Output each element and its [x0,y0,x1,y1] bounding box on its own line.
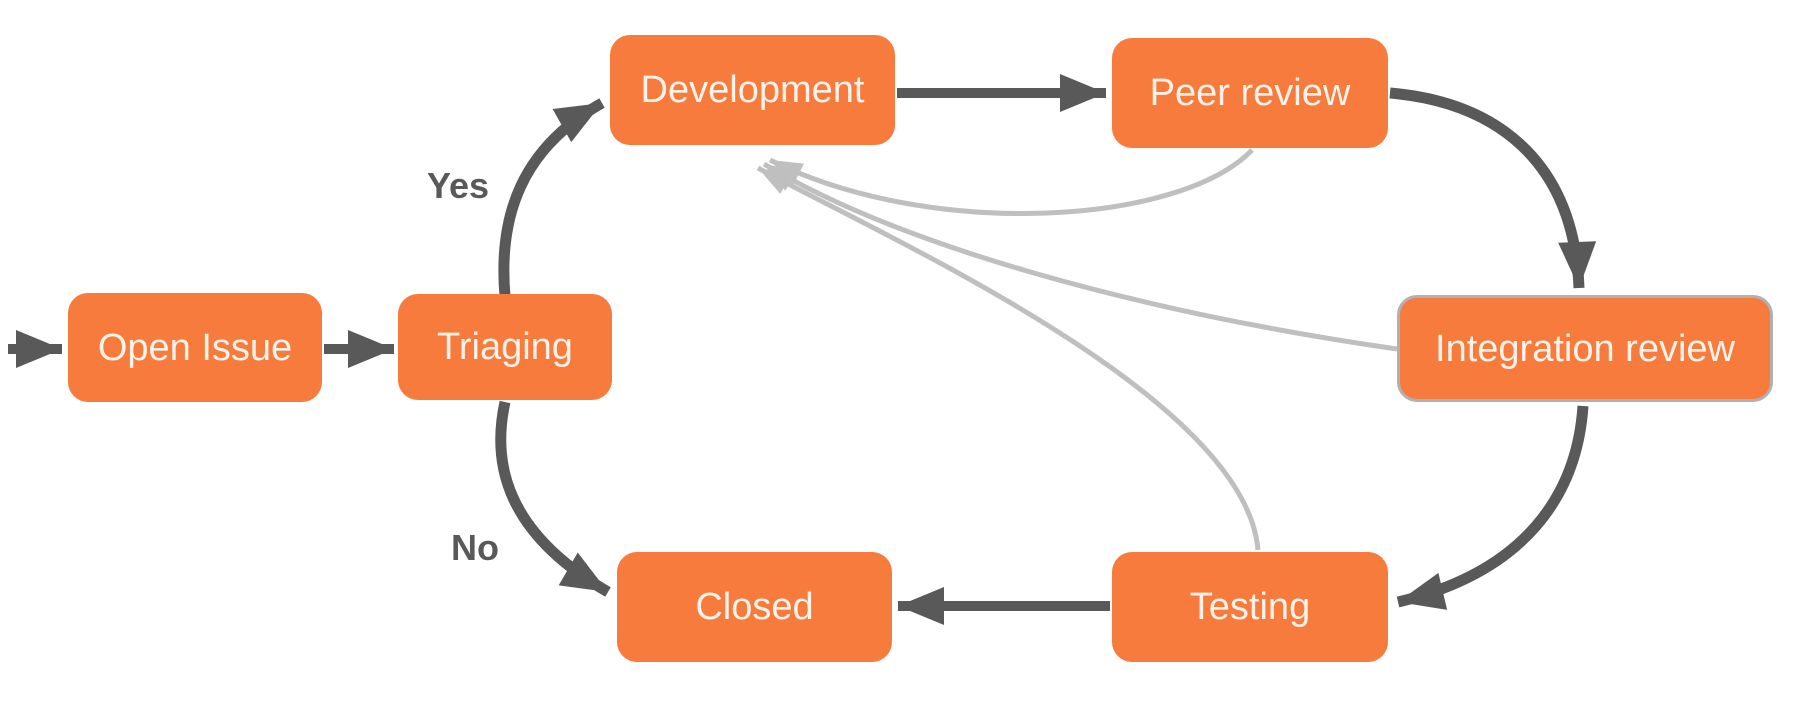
node-peer-review[interactable]: Peer review [1112,38,1388,148]
edge-triaging-to-development-yes [498,98,605,297]
edge-label-yes: Yes [427,165,490,206]
node-testing[interactable]: Testing [1112,552,1388,662]
node-closed-label: Closed [695,586,814,628]
node-closed[interactable]: Closed [617,552,892,662]
edge-triaging-to-closed-no [495,400,611,597]
node-triaging[interactable]: Triaging [398,294,612,400]
edge-peer-review-to-integration-review [1389,87,1597,289]
edge-peer-review-to-development-return [768,148,1254,216]
node-open-issue[interactable]: Open Issue [68,293,322,402]
node-development-label: Development [640,69,865,111]
edge-integration-review-to-development-return [762,161,1398,352]
node-integration-review[interactable]: Integration review [1397,295,1773,402]
node-peer-review-label: Peer review [1149,72,1351,114]
edge-testing-to-development-return [756,165,1261,551]
node-testing-label: Testing [1189,586,1311,628]
node-triaging-label: Triaging [437,326,573,368]
edge-label-no: No [451,527,499,568]
edge-integration-review-to-testing [1396,405,1589,610]
node-integration-review-label: Integration review [1435,327,1735,370]
node-open-issue-label: Open Issue [97,326,293,369]
node-development[interactable]: Development [610,35,895,145]
